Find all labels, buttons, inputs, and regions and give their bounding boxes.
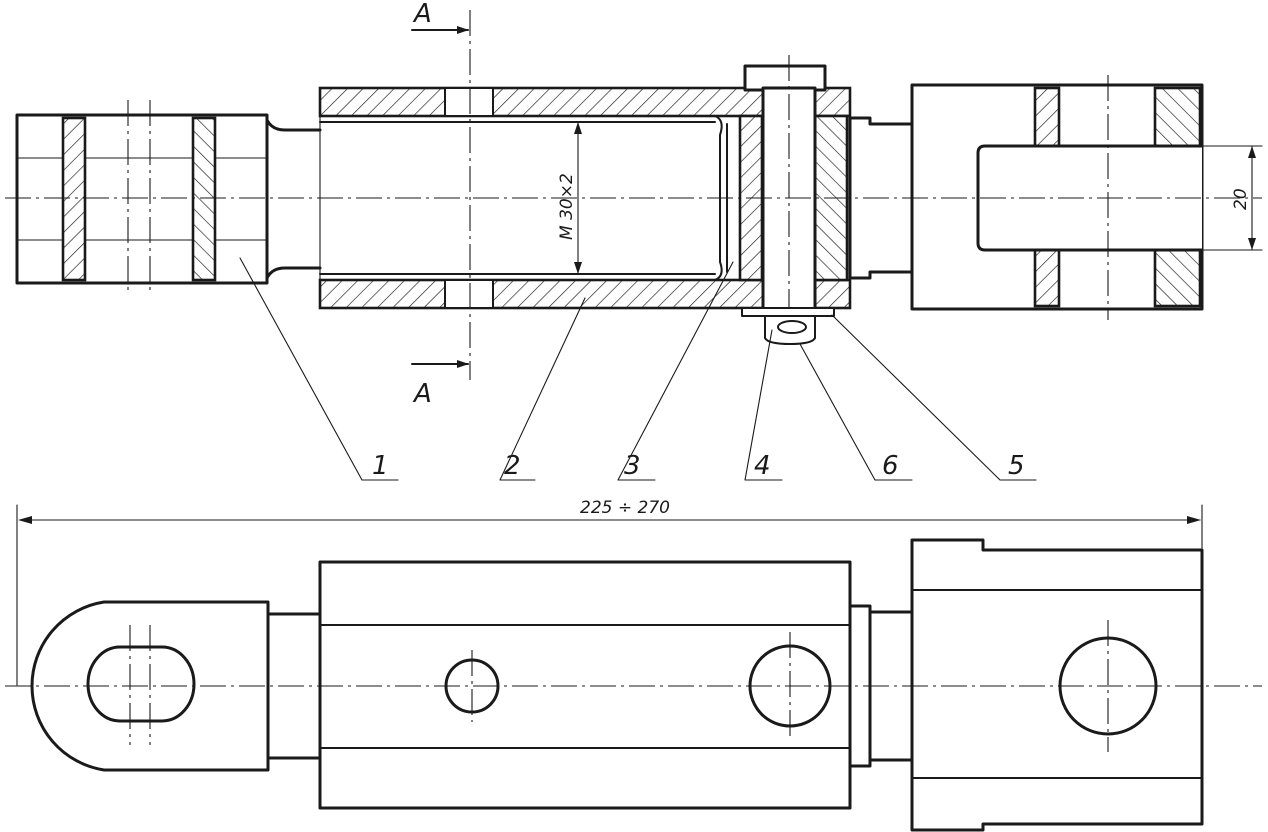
part-5-washer bbox=[741, 307, 835, 317]
callout-2: 2 bbox=[504, 451, 521, 481]
callout-4: 4 bbox=[754, 451, 771, 481]
slot-width-dimension: 20 bbox=[1201, 145, 1263, 251]
left-eye-slot bbox=[86, 645, 196, 723]
callout-5: 5 bbox=[1008, 451, 1025, 481]
bottom-plan-view bbox=[5, 538, 1262, 832]
callout-3: 3 bbox=[624, 451, 641, 481]
top-sectional-view: A A M 30×2 20 1 2 bbox=[5, 0, 1263, 481]
right-fork-plan bbox=[910, 538, 1204, 832]
callout-6: 6 bbox=[882, 451, 899, 481]
part-1-left-eye-end bbox=[15, 100, 322, 295]
thread-dimension: M 30×2 bbox=[557, 121, 582, 275]
thread-size-label: M 30×2 bbox=[557, 173, 577, 240]
section-line-a-a: A A bbox=[411, 0, 471, 409]
part-6-split-pin bbox=[764, 315, 816, 345]
slot-width-label: 20 bbox=[1231, 188, 1251, 210]
callout-1: 1 bbox=[372, 451, 389, 481]
sleeve-plan bbox=[318, 560, 852, 810]
part-4-cross-pin bbox=[743, 55, 827, 345]
callout-leaders: 1 2 3 4 6 5 bbox=[239, 257, 1037, 481]
overall-length-label: 225 ÷ 270 bbox=[580, 498, 670, 518]
section-label-top: A bbox=[412, 0, 432, 29]
section-label-bottom: A bbox=[412, 379, 432, 409]
overall-length-dimension: 225 ÷ 270 bbox=[16, 498, 1203, 686]
